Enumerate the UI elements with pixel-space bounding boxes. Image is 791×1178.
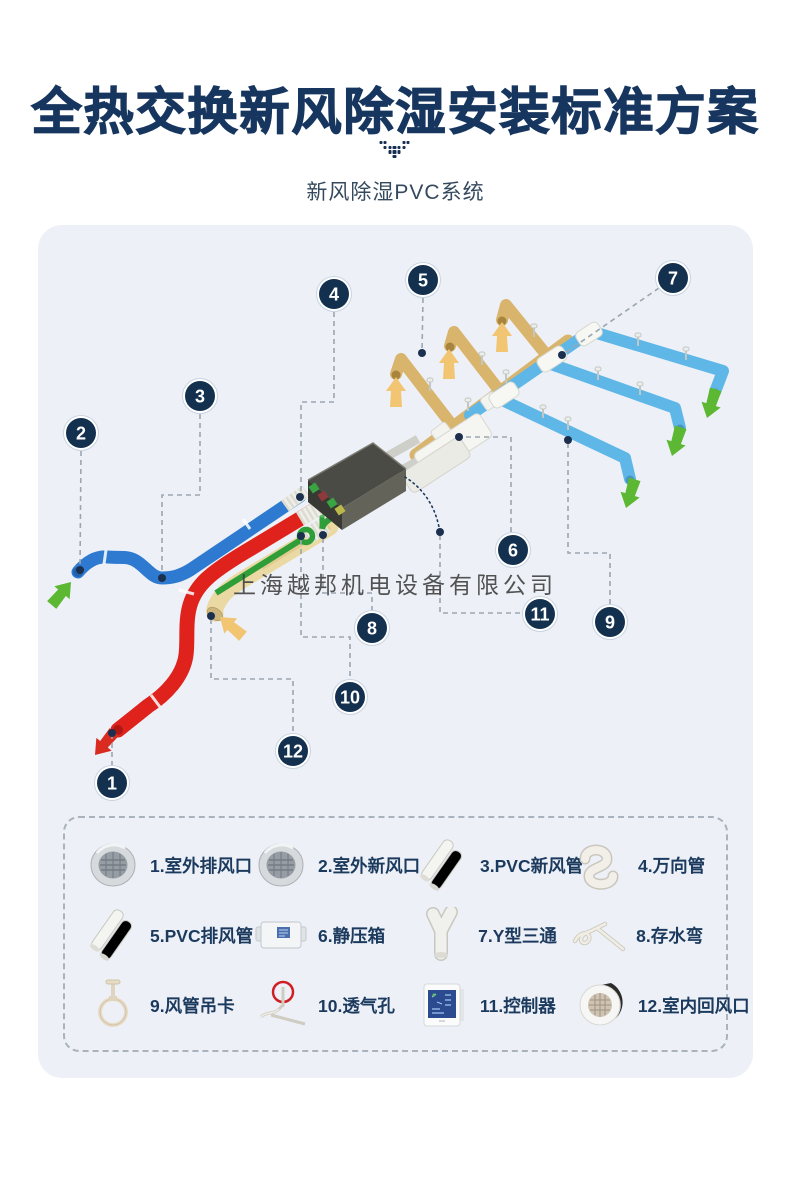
- marker-9: 9: [592, 604, 628, 640]
- universal-flex-pipe-icon: [579, 844, 619, 890]
- marker-3: 3: [182, 378, 218, 414]
- legend-item-5: 5.PVC排风管: [65, 907, 253, 963]
- marker-4: 4: [316, 276, 352, 312]
- duct-hanger-icons: [426, 323, 690, 430]
- airflow-arrow-supply-1: [701, 387, 722, 418]
- svg-text:1: 1: [107, 774, 117, 794]
- legend-label: 2.室外新风口: [318, 855, 421, 876]
- airflow-arrows: [47, 322, 722, 755]
- svg-text:8: 8: [367, 619, 377, 639]
- airflow-arrow-exhaust-1: [386, 377, 406, 407]
- airflow-arrow-intake: [47, 582, 71, 609]
- static-pressure-box-icon: [255, 921, 307, 949]
- leader-dots: [76, 349, 572, 737]
- marker-1: 1: [94, 765, 130, 801]
- svg-text:7: 7: [668, 269, 678, 289]
- legend-label: 7.Y型三通: [478, 925, 557, 946]
- svg-text:6: 6: [508, 541, 518, 561]
- marker-5: 5: [405, 262, 441, 298]
- legend-label: 3.PVC新风管: [480, 855, 584, 876]
- marker-8: 8: [354, 610, 390, 646]
- legend-item-12: 12.室内回风口: [553, 977, 750, 1033]
- airflow-arrow-exhaust-2: [439, 349, 459, 379]
- legend-item-7: 7.Y型三通: [393, 907, 557, 963]
- y-tee-fitting-icon: [426, 907, 459, 961]
- legend-label: 5.PVC排风管: [150, 925, 254, 946]
- ventilation-diagram: 上海越邦机电设备有限公司 1 2 3 4 5 6 7 8 9 10 11 12: [47, 260, 729, 801]
- legend-item-2: 2.室外新风口: [233, 837, 420, 893]
- legend-item-4: 4.万向管: [553, 837, 726, 893]
- marker-2: 2: [63, 415, 99, 451]
- vent-hole-icon: [259, 980, 306, 1026]
- page-subtitle: 新风除湿PVC系统: [306, 181, 485, 204]
- indoor-return-grille-icon: [579, 983, 623, 1026]
- legend-item-6: 6.静压箱: [233, 907, 393, 963]
- legend-label: 11.控制器: [479, 995, 556, 1016]
- svg-text:9: 9: [605, 613, 615, 633]
- svg-text:12: 12: [283, 742, 303, 762]
- legend-box: 1.室外排风口 2.室外新风口 3.PVC新风管 4.万向管 5.PVC排风管 …: [63, 816, 750, 1052]
- marker-12: 12: [275, 733, 311, 769]
- legend-label: 8.存水弯: [636, 925, 704, 946]
- outdoor-exhaust-vent-icon: [90, 843, 136, 887]
- chevron-down-icon: [379, 141, 412, 161]
- watermark-text: 上海越邦机电设备有限公司: [233, 573, 557, 598]
- condensate-pipe-green: [214, 512, 338, 596]
- heat-exchange-unit: [307, 442, 407, 530]
- svg-text:3: 3: [195, 387, 205, 407]
- pvc-fresh-air-pipe-icon: [420, 839, 463, 891]
- page-title: 全热交换新风除湿安装标准方案: [31, 83, 760, 140]
- legend-label: 10.透气孔: [318, 995, 395, 1016]
- outdoor-exhaust-pipe-red: [110, 500, 326, 738]
- controller-icon: [423, 983, 464, 1027]
- pvc-exhaust-pipe-icon: [90, 909, 133, 961]
- marker-7: 7: [655, 260, 691, 296]
- svg-text:4: 4: [329, 285, 339, 305]
- svg-text:2: 2: [76, 424, 86, 444]
- manifold-box: [383, 413, 492, 493]
- svg-text:11: 11: [530, 605, 549, 625]
- p-trap-icon: [572, 921, 626, 952]
- marker-6: 6: [495, 532, 531, 568]
- legend-item-10: 10.透气孔: [233, 977, 395, 1033]
- legend-item-8: 8.存水弯: [551, 907, 726, 963]
- legend-label: 12.室内回风口: [637, 995, 750, 1016]
- marker-10: 10: [332, 679, 368, 715]
- legend-item-11: 11.控制器: [395, 977, 556, 1033]
- airflow-arrow-return: [220, 617, 247, 641]
- duct-hanger-clamp-icon: [98, 979, 128, 1027]
- marker-11: 11: [522, 596, 558, 632]
- outdoor-fresh-air-vent-icon: [258, 843, 304, 887]
- airflow-arrow-exhaust-3: [492, 322, 512, 352]
- airflow-arrow-supply-2: [666, 425, 687, 456]
- legend-item-9: 9.风管吊卡: [65, 977, 235, 1033]
- markers: 1 2 3 4 5 6 7 8 9 10 11 12: [63, 260, 691, 801]
- controller-wire: [404, 476, 440, 528]
- leader-lines: [79, 287, 660, 766]
- legend-label: 1.室外排风口: [150, 855, 253, 876]
- legend-item-1: 1.室外排风口: [65, 837, 252, 893]
- legend-label: 9.风管吊卡: [150, 995, 235, 1016]
- svg-text:10: 10: [340, 688, 360, 708]
- legend-label: 4.万向管: [638, 855, 706, 876]
- outdoor-intake-pipe-blue: [71, 485, 310, 585]
- airflow-arrow-supply-3: [620, 477, 641, 508]
- legend-label: 6.静压箱: [318, 925, 386, 946]
- svg-text:5: 5: [418, 271, 428, 291]
- legend-item-3: 3.PVC新风管: [395, 837, 583, 893]
